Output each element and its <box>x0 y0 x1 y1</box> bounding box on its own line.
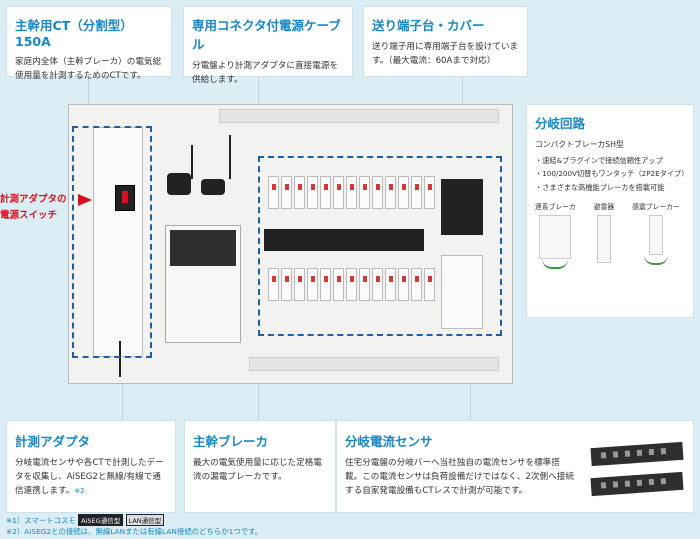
cable-title: 専用コネクタ付電源ケーブル <box>192 18 341 52</box>
main-breaker-title: 主幹ブレーカ <box>193 434 269 449</box>
breaker <box>320 268 331 301</box>
footnote-1-text: ※1）スマートコスモ <box>6 516 76 525</box>
green-wire-icon <box>643 255 668 265</box>
breaker <box>385 268 396 301</box>
breaker <box>372 176 383 209</box>
breaker <box>333 268 344 301</box>
breaker <box>398 268 409 301</box>
breaker <box>346 268 357 301</box>
tag-lan-model: LAN通信型 <box>125 514 165 526</box>
ct-body: 家庭内全体（主幹ブレーカ）の電気総使用量を計測するためのCTです。 <box>15 57 162 81</box>
breaker <box>424 176 435 209</box>
branch-subtitle: コンパクトブレーカSH型 <box>535 140 624 149</box>
sensor-title: 分岐電流センサ <box>345 434 433 449</box>
breaker <box>411 176 422 209</box>
green-wire-icon <box>542 259 569 269</box>
current-sensor-image-bottom <box>590 471 684 497</box>
breaker <box>268 268 279 301</box>
breaker <box>411 268 422 301</box>
terminal-title: 送り端子台・カバー <box>372 18 485 33</box>
callout-arrow-icon <box>78 194 92 206</box>
callout-main-breaker: 主幹ブレーカ 最大の電気使用量に応じた定格電流の漏電ブレーカです。 <box>184 420 336 513</box>
tag-aiseg-model: AiSEG通信型 <box>78 514 124 526</box>
terminal-body: 送り端子用に専用端子台を設けています。（最大電流：60Aまで対応） <box>372 42 519 66</box>
device-seismic-breaker: 感震ブレーカー <box>632 201 680 269</box>
callout-terminal: 送り端子台・カバー 送り端子用に専用端子台を設けています。（最大電流：60Aまで… <box>363 6 528 77</box>
branch-devices: 連系ブレーカ 避雷器 感震ブレーカー <box>535 201 680 269</box>
breaker <box>424 268 435 301</box>
connector-adapter <box>122 360 123 420</box>
branch-feature-list: ・速結&プラグインで接続信頼性アップ ・100/200V切替もワンタッチ（2P2… <box>535 154 689 194</box>
power-cable-3 <box>119 341 121 377</box>
surge-arrester-image <box>596 215 611 263</box>
breaker <box>307 268 318 301</box>
power-cable <box>191 145 193 179</box>
feed-terminal-block <box>441 179 483 235</box>
main-breaker-body: 最大の電気使用量に応じた定格電流の漏電ブレーカです。 <box>193 458 322 482</box>
ct-sensor-left <box>167 173 191 195</box>
distribution-panel-image <box>68 104 513 384</box>
breaker <box>346 176 357 209</box>
breaker <box>294 268 305 301</box>
adapter-note: ※2 <box>74 486 85 495</box>
callout-cable: 専用コネクタ付電源ケーブル 分電盤より計測アダプタに直接電源を供給します。 <box>183 6 353 85</box>
adapter-switch-callout: 計測アダプタの 電源スイッチ <box>0 192 67 224</box>
connector-cable <box>258 77 259 122</box>
breaker <box>281 176 292 209</box>
cable-body: 分電盤より計測アダプタに直接電源を供給します。 <box>192 61 338 85</box>
footnote-2: ※2）AiSEG2との接続は、無線LANまたは有線LAN接続のどちらか1つです。 <box>6 527 263 536</box>
adapter-power-switch[interactable] <box>115 185 135 211</box>
breaker <box>320 176 331 209</box>
breaker <box>294 176 305 209</box>
breaker <box>333 176 344 209</box>
branch-feature: ・速結&プラグインで接続信頼性アップ <box>535 156 663 165</box>
footnote-1: ※1）スマートコスモ AiSEG通信型 LAN通信型 <box>6 514 165 526</box>
breaker <box>398 176 409 209</box>
power-cable-2 <box>229 135 231 179</box>
breaker <box>359 268 370 301</box>
callout-line1: 計測アダプタの <box>0 194 67 205</box>
seismic-breaker-image <box>648 215 663 255</box>
callout-adapter: 計測アダプタ 分岐電流センサや各CTで計測したデータを収集し、AiSEG2と無線… <box>6 420 176 513</box>
branch-title: 分岐回路 <box>535 116 586 131</box>
callout-ct: 主幹用CT（分割型）150A 家庭内全体（主幹ブレーカ）の電気総使用量を計測する… <box>6 6 172 81</box>
breaker <box>372 268 383 301</box>
breaker <box>281 268 292 301</box>
connector-sensor <box>470 372 471 420</box>
highlight-adapter <box>72 126 152 358</box>
breaker <box>307 176 318 209</box>
breaker <box>359 176 370 209</box>
callout-branch: 分岐回路 コンパクトブレーカSH型 ・速結&プラグインで接続信頼性アップ ・10… <box>526 104 694 318</box>
bottom-terminal-strip <box>249 357 499 371</box>
branch-busbar <box>264 229 424 251</box>
top-terminal-strip <box>219 109 499 123</box>
interconnect-breaker-image <box>539 215 572 259</box>
breaker <box>268 176 279 209</box>
device-interconnect-breaker: 連系ブレーカ <box>535 201 576 269</box>
ct-title: 主幹用CT（分割型）150A <box>15 18 133 49</box>
branch-feature: ・100/200V切替もワンタッチ（2P2Eタイプ） <box>535 169 689 179</box>
main-breaker-unit <box>165 225 241 343</box>
sensor-body: 住宅分電盤の分岐バーへ当社独自の電流センサを標準搭載。この電流センサは負荷設備だ… <box>345 458 574 496</box>
ct-sensor-right <box>201 179 225 195</box>
connector-ct <box>88 77 89 117</box>
adapter-title: 計測アダプタ <box>15 434 91 449</box>
breaker <box>385 176 396 209</box>
branch-feature: ・さまざまな高機能ブレーカを搭載可能 <box>535 182 665 192</box>
adapter-body: 分岐電流センサや各CTで計測したデータを収集し、AiSEG2と無線/有線で通信連… <box>15 458 164 496</box>
highlight-branch <box>258 156 502 336</box>
device-surge-arrester: 避雷器 <box>594 201 614 269</box>
callout-sensor: 分岐電流センサ 住宅分電盤の分岐バーへ当社独自の電流センサを標準搭載。この電流セ… <box>336 420 694 513</box>
callout-line2: 電源スイッチ <box>0 210 58 222</box>
terminal-cover <box>441 255 483 329</box>
